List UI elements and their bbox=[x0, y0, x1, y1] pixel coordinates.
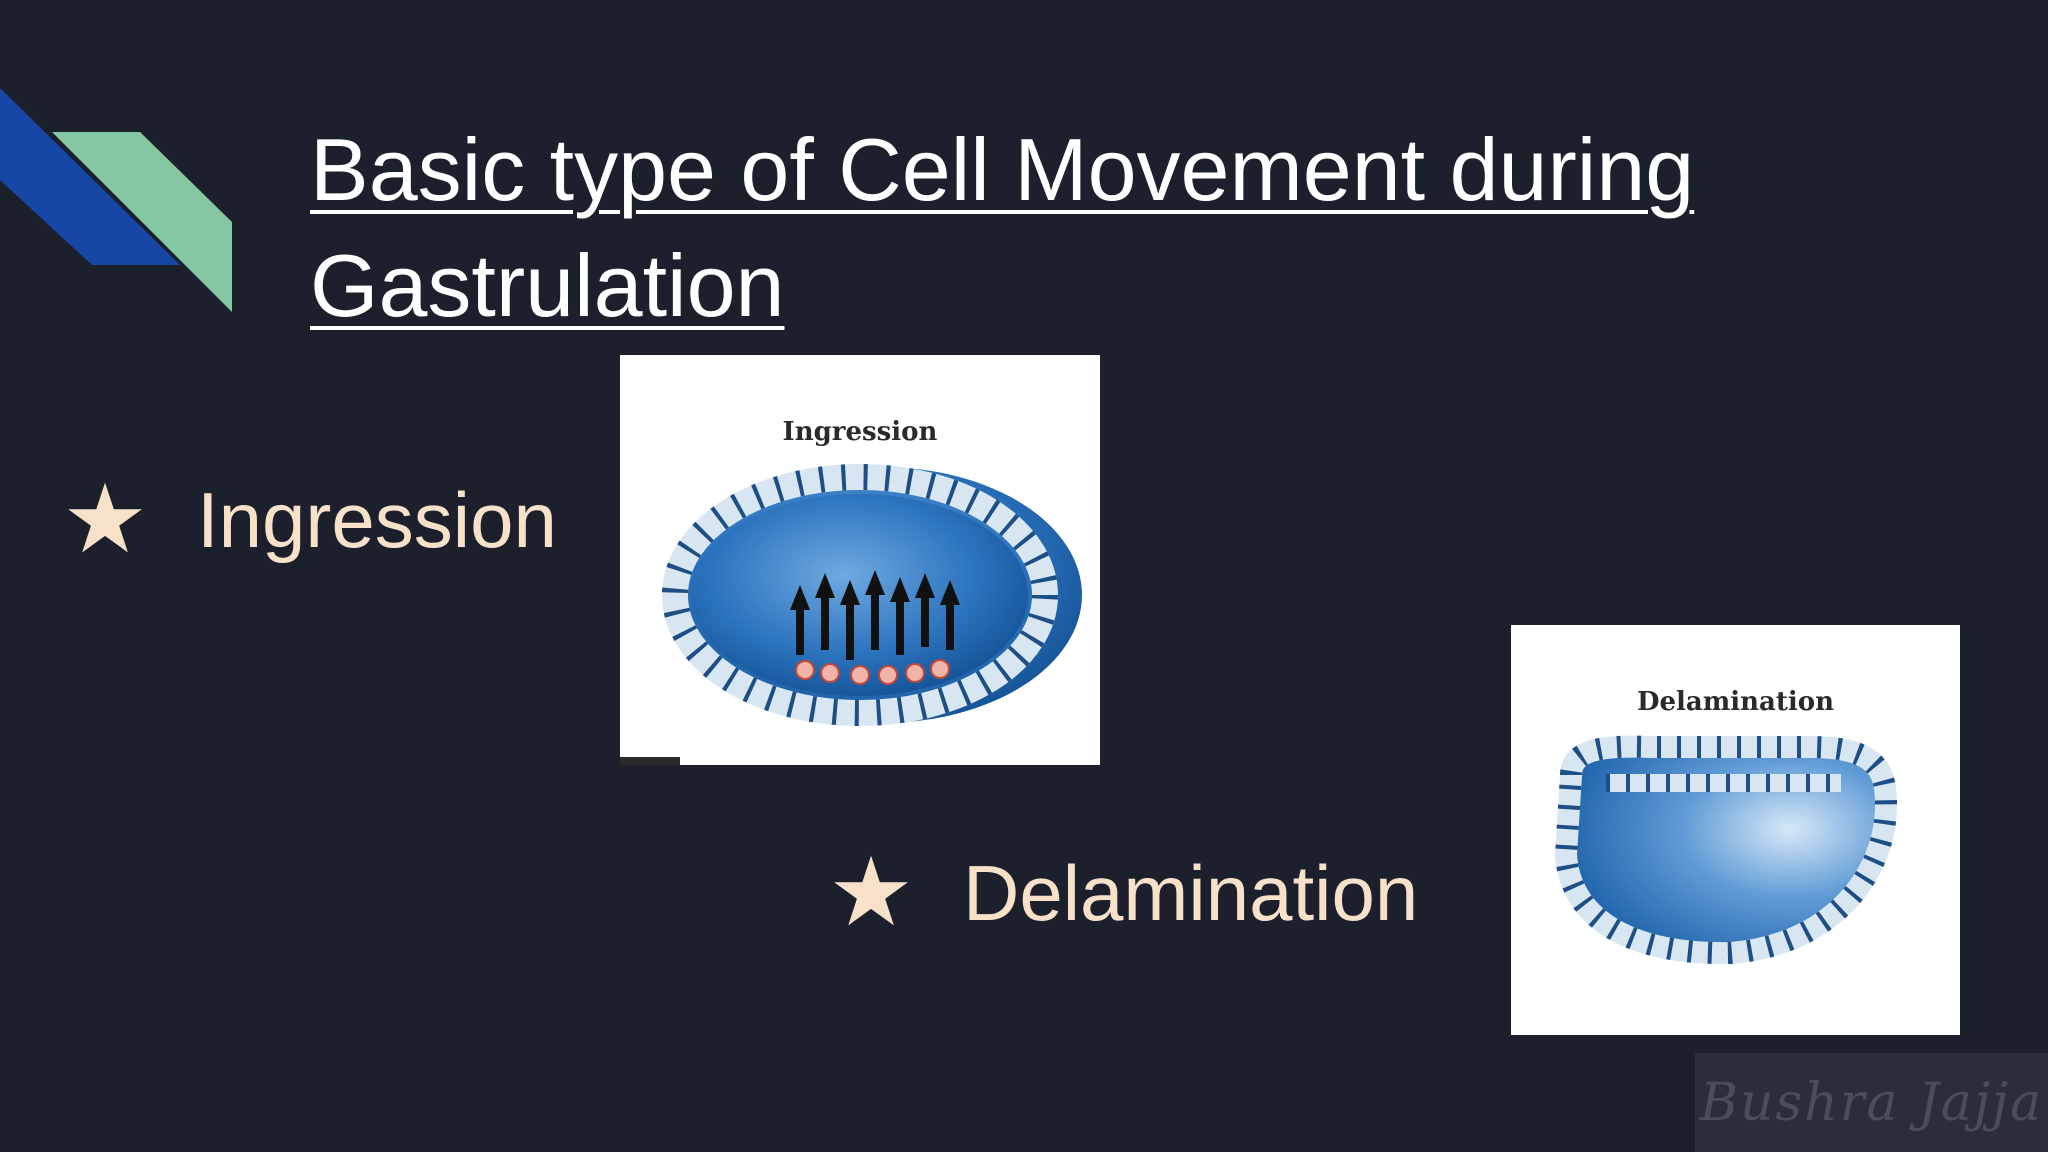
blue-ribbon bbox=[0, 88, 180, 265]
ingression-blastula-illustration bbox=[620, 464, 1082, 765]
ingressing-cells bbox=[795, 659, 950, 685]
bullet-label-delamination: Delamination bbox=[963, 848, 1419, 937]
delamination-blastula-illustration bbox=[1554, 735, 1898, 965]
bullet-delamination: ★ Delamination bbox=[828, 845, 1418, 941]
slide-title: Basic type of Cell Movement during Gastr… bbox=[310, 120, 1695, 335]
ingression-figure: Ingression bbox=[620, 355, 1100, 765]
ingression-figure-caption: Ingression bbox=[782, 417, 938, 447]
ingression-arrows bbox=[790, 570, 960, 660]
star-icon: ★ bbox=[828, 839, 915, 946]
delamination-figure: Delamination bbox=[1511, 625, 1960, 1035]
bullet-ingression: ★ Ingression bbox=[62, 472, 557, 568]
star-icon: ★ bbox=[62, 466, 149, 573]
crop-artifact bbox=[620, 757, 680, 765]
author-watermark: Bushra Jajja bbox=[1695, 1053, 2048, 1152]
delamination-figure-caption: Delamination bbox=[1636, 687, 1835, 717]
corner-ribbon-decoration bbox=[0, 88, 232, 312]
delamination-cell-borders bbox=[1554, 735, 1898, 965]
bullet-label-ingression: Ingression bbox=[197, 475, 557, 564]
green-ribbon bbox=[52, 132, 232, 312]
ingression-cell-borders bbox=[662, 464, 1058, 726]
ingression-blastocoel bbox=[692, 494, 1028, 696]
